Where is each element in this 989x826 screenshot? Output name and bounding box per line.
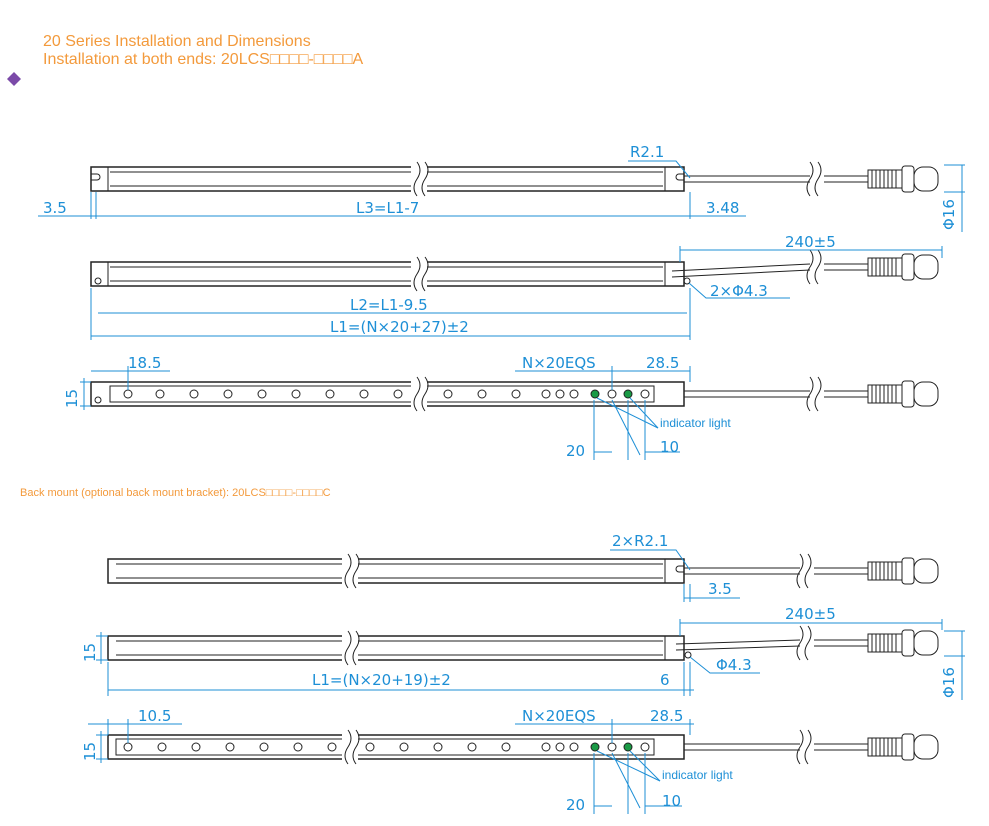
bottom-view-2 [107,625,868,666]
connector-icon [867,253,939,281]
dim-phi16-bottom: Φ16 [940,667,958,698]
dim-cable-length: 240±5 [785,233,836,251]
connector-icon [867,733,939,761]
dim-28-5: 28.5 [646,354,679,372]
diamond-bullet-icon [7,72,21,86]
page-title: 20 Series Installation and Dimensions [43,33,311,50]
dim-cable-length-bottom: 240±5 [785,605,836,623]
dim-20-bottom: 20 [566,796,585,814]
dim-10-5: 10.5 [138,707,171,725]
connector-icon [867,165,939,193]
dim-3-5-bottom: 3.5 [708,580,732,598]
dim-pitch: N×20EQS [522,354,596,372]
connector-icon [867,380,939,408]
dim-6: 6 [660,671,670,689]
dim-15-bottom-a: 15 [81,643,99,662]
bottom-view-3 [107,729,868,765]
dim-2xr21: 2×R2.1 [612,532,668,550]
dim-10-bottom: 10 [662,792,681,810]
dim-l2: L2=L1-9.5 [350,296,428,314]
dim-20: 20 [566,442,585,460]
dim-15: 15 [63,389,81,408]
page-subtitle: Installation at both ends: 20LCS□□□□-□□□… [43,51,364,68]
dim-18-5: 18.5 [128,354,161,372]
dim-l3: L3=L1-7 [356,199,419,217]
dim-r21: R2.1 [630,143,664,161]
dim-15-bottom-b: 15 [81,742,99,761]
top-view-2 [90,249,868,292]
indicator-light-label: indicator light [660,416,731,430]
bottom-view-1 [107,553,868,589]
connector-icon [867,557,939,585]
dim-3-48: 3.48 [706,199,739,217]
dim-10: 10 [660,438,679,456]
top-view-3 [90,376,868,412]
indicator-light-label-bottom: indicator light [662,768,733,782]
top-view-1 [90,161,868,197]
dim-l1-bottom: L1=(N×20+19)±2 [312,671,451,689]
back-mount-caption: Back mount (optional back mount bracket)… [20,487,331,499]
connector-icon [867,629,939,657]
dim-holes: 2×Φ4.3 [710,282,768,300]
dim-l1: L1=(N×20+27)±2 [330,318,469,336]
dim-pitch-bottom: N×20EQS [522,707,596,725]
dim-3-5: 3.5 [43,199,67,217]
dim-phi16: Φ16 [940,199,958,230]
dim-28-5-bottom: 28.5 [650,707,683,725]
dim-phi4-3: Φ4.3 [716,656,752,674]
